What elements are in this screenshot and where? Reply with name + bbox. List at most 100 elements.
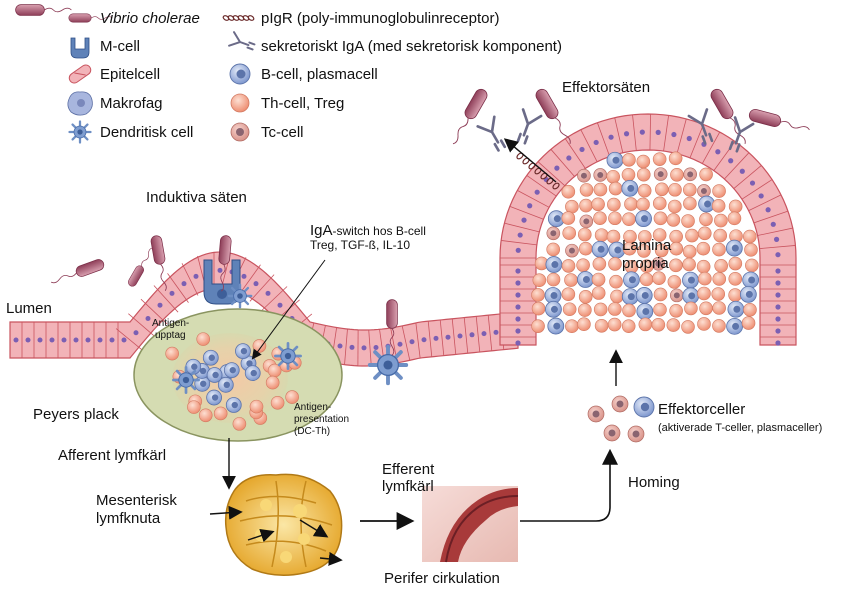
th-cell [592,257,607,271]
nucleus [49,337,55,343]
iga-main-text: IgA [310,222,333,239]
th-cell [651,317,666,332]
legend-thcell-label: Th-cell, Treg [261,95,345,112]
nucleus [608,134,614,140]
th-cell [576,258,590,272]
iga-switch-label: IgA-switch hos B-cell [310,222,426,240]
nucleus [421,337,427,343]
th-cell [699,212,713,227]
th-cell [232,417,247,431]
nucleus [169,290,175,296]
peyers-patch-cells [165,332,302,431]
nucleus [521,217,527,223]
th-cell [666,318,681,332]
nucleus [566,155,572,161]
nucleus [133,330,139,336]
vibrio-bacterium [15,4,72,16]
th-cell [608,211,622,226]
nucleus [469,332,475,338]
th-cell [669,258,683,273]
th-cell [667,275,682,289]
th-cell [637,244,651,258]
th-cell [562,302,577,317]
peripheral-circulation-label: Perifer cirkulation [384,570,500,587]
nucleus [775,252,781,258]
nucleus [515,280,521,286]
nucleus [775,268,781,274]
antigen-presentation-label-1: Antigen- [294,402,332,413]
villus-epithelium [499,113,797,346]
th-cell [546,242,561,257]
th-cell [681,214,695,228]
nucleus [109,337,115,343]
nucleus [253,281,259,287]
th-cell [742,229,757,244]
dendritic-cells [172,283,409,394]
th-cell [653,302,667,317]
nucleus [728,158,734,164]
mesenteric-lymph-node [224,473,343,576]
nucleus [433,335,439,341]
nucleus [397,341,403,347]
th-cell [699,167,713,182]
legend-epitel-label: Epitelcell [100,66,161,83]
nucleus [193,273,199,279]
th-cell [607,197,621,212]
nucleus [241,273,247,279]
nucleus [579,146,585,153]
th-cell [728,288,742,302]
th-cell [577,227,592,242]
th-cell [579,198,593,213]
th-cell [252,339,267,353]
vibrio-bacterium [50,259,105,284]
th-cell [531,288,545,302]
th-cell [622,303,636,318]
th-cell [682,244,697,259]
afferent-lymph-label: Afferent lymfkärl [58,447,167,464]
nucleus [361,345,367,351]
nucleus [515,328,521,334]
nucleus [773,236,780,242]
th-cell [684,301,698,316]
th-cell [681,320,695,334]
th-cell [561,184,576,199]
nucleus [181,281,187,287]
th-cell [744,243,758,257]
th-cell [652,271,666,286]
th-cell [591,197,605,212]
nucleus [623,131,630,137]
nucleus [37,337,43,343]
nucleus [715,149,721,155]
th-cell [682,257,696,272]
nucleus [515,304,521,310]
th-cell [165,346,179,361]
th-cell [622,241,637,256]
th-cell [591,286,606,300]
effector-cells-label: Effektorceller [658,401,746,418]
lamina-propria-label-1: Lamina [622,237,672,254]
nucleus [13,337,19,343]
th-cell [621,319,636,333]
mesenteric-node-label-2: lymfknuta [96,510,161,527]
th-cell [653,211,668,226]
th-cell [577,317,591,332]
th-cell [561,287,576,302]
nucleus [445,334,451,340]
nucleus [770,221,776,227]
th-cell [579,183,594,197]
legend-dendritic-label: Dendritisk cell [100,124,194,141]
lymph-arrows [209,505,343,566]
bacteria [15,4,810,356]
th-cell-icon [230,93,250,113]
th-cell [728,256,743,271]
th-cell [668,199,682,214]
iga-pointer [251,259,326,360]
th-cell [610,289,624,304]
siga-antibody [728,116,755,153]
iga-factors-label: Treg, TGF-ß, IL-10 [310,238,411,252]
th-cell [668,182,682,197]
epithelial-cell-icon [68,64,92,84]
th-cell [249,399,264,414]
th-cell [608,257,622,271]
